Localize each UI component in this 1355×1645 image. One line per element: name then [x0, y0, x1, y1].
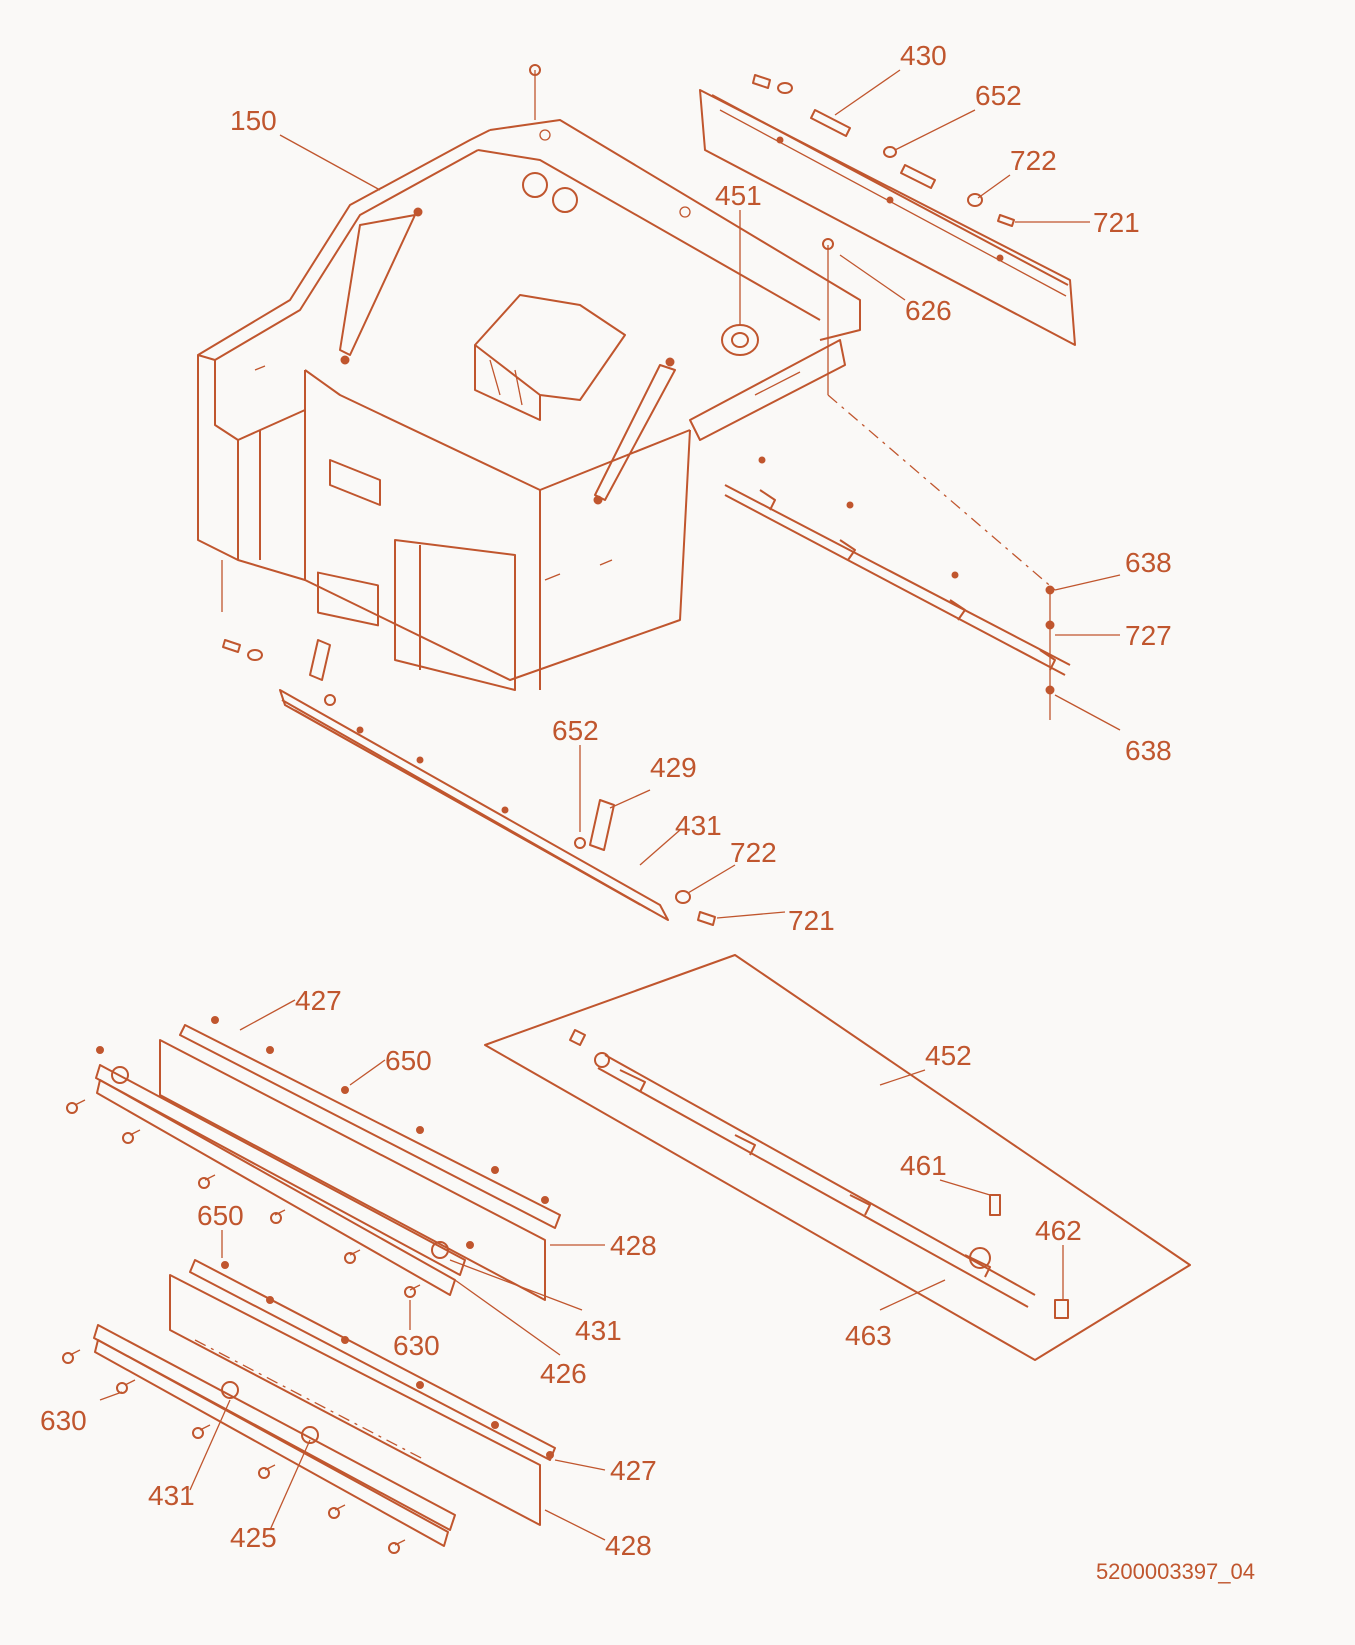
front-scraper-assembly: [221, 560, 716, 926]
callout-638: 638: [1125, 735, 1172, 766]
filler-tube-assembly: [484, 954, 1191, 1361]
callout-428: 428: [605, 1530, 652, 1561]
callout-630: 630: [393, 1330, 440, 1361]
callout-650: 650: [385, 1045, 432, 1076]
callout-630: 630: [40, 1405, 87, 1436]
deck-housing: [197, 64, 861, 691]
callout-431: 431: [575, 1315, 622, 1346]
callout-721: 721: [788, 905, 835, 936]
callout-452: 452: [925, 1040, 972, 1071]
callout-425: 425: [230, 1522, 277, 1553]
drawing-number: 5200003397_04: [1095, 1559, 1255, 1584]
callout-463: 463: [845, 1320, 892, 1351]
lower-scraper-set-lower: [62, 1259, 556, 1554]
callout-427: 427: [610, 1455, 657, 1486]
callout-638: 638: [1125, 547, 1172, 578]
rear-scraper-assembly: [699, 74, 1076, 395]
lower-scraper-set-upper: [66, 1016, 561, 1301]
leader-lines: [99, 69, 1121, 1541]
callout-labels: 150 430 652 722 721 451 626 638 727 638 …: [40, 40, 1172, 1561]
callout-150: 150: [230, 105, 277, 136]
callout-428: 428: [610, 1230, 657, 1261]
callout-652: 652: [975, 80, 1022, 111]
callout-722: 722: [730, 837, 777, 868]
callout-652: 652: [552, 715, 599, 746]
callout-721: 721: [1093, 207, 1140, 238]
callout-722: 722: [1010, 145, 1057, 176]
callout-461: 461: [900, 1150, 947, 1181]
callout-431: 431: [675, 810, 722, 841]
callout-431: 431: [148, 1480, 195, 1511]
callout-626: 626: [905, 295, 952, 326]
callout-429: 429: [650, 752, 697, 783]
callout-451: 451: [715, 180, 762, 211]
callout-650: 650: [197, 1200, 244, 1231]
shaft-assembly: [724, 394, 1071, 720]
callout-427: 427: [295, 985, 342, 1016]
callout-462: 462: [1035, 1215, 1082, 1246]
callout-426: 426: [540, 1358, 587, 1389]
callout-727: 727: [1125, 620, 1172, 651]
callout-430: 430: [900, 40, 947, 71]
